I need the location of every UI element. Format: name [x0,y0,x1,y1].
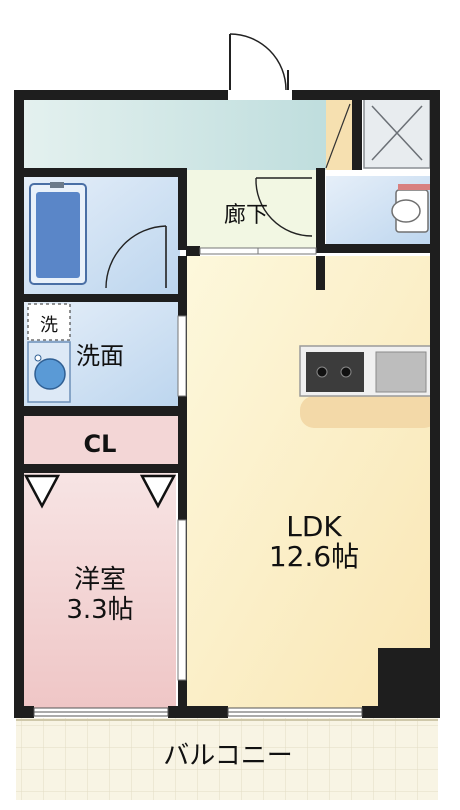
sliding-door-west [177,519,187,681]
stove [306,352,364,392]
western-room-floor [22,472,176,708]
closet-doors [23,474,177,509]
hallway-floor [22,98,352,170]
kitchen-sink [375,351,427,393]
hallway-entry-floor [186,170,316,248]
toilet-fixture [391,184,430,233]
western-room-size: 3.3帖 [66,595,133,625]
ldk-floor [186,256,438,708]
kitchen-counter [299,345,439,428]
balcony-floor [16,718,438,800]
toilet-door [255,177,313,237]
ldk-name: LDK [286,510,342,543]
ldk-size: 12.6帖 [269,540,359,573]
laundry-label: 洗 [40,315,58,336]
closet-label: CL [84,430,117,458]
balcony-label: バルコニー [163,741,292,771]
sliding-door-wash [177,315,187,397]
washroom-label: 洗面 [76,342,124,370]
entry-door [228,33,292,100]
closet-floor [22,416,178,466]
hallway-label: 廊下 [224,203,268,228]
bathroom-door [105,225,167,289]
walls [14,90,440,718]
laundry-space [27,303,71,341]
structural-column [378,648,438,716]
western-room-name: 洋室 [74,565,126,595]
storage-door [325,103,351,169]
